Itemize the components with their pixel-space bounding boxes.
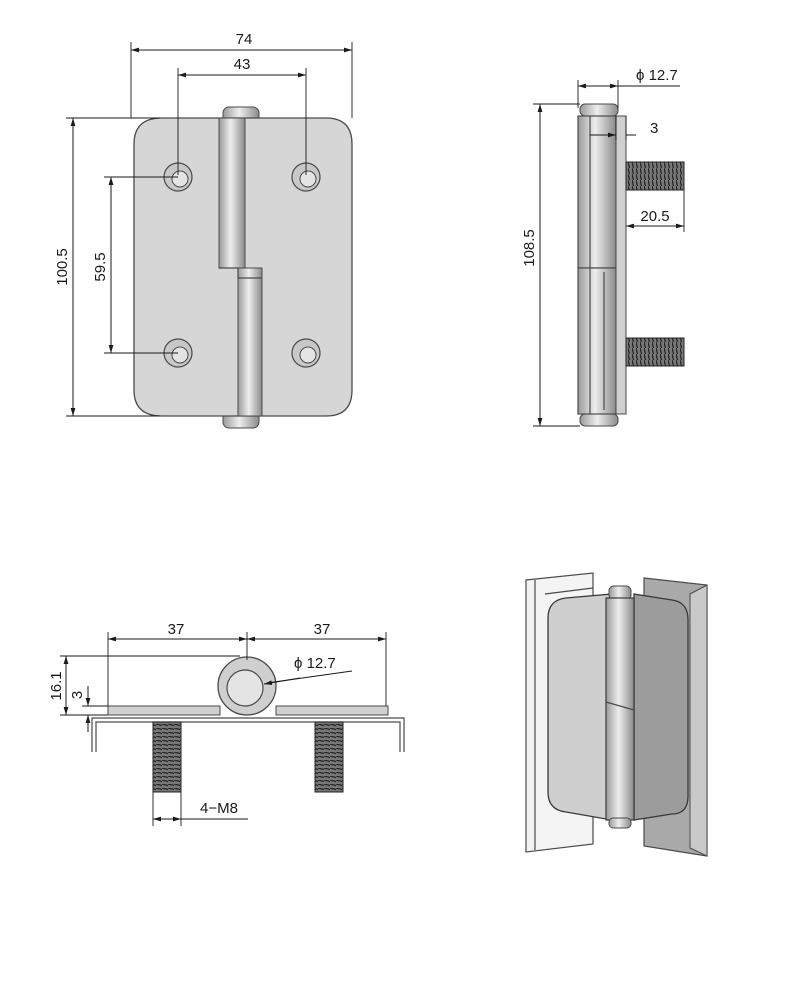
dim-half-width-right-37: 37 [314,621,331,638]
dim-hole-spacing-43: 43 [234,56,251,73]
side-bolt-upper [625,161,685,191]
dim-half-width-left-37: 37 [168,621,185,638]
perspective-view [525,572,708,857]
mounting-hole-bottom-right [291,338,321,368]
knuckle-upper [218,117,246,269]
side-body-lower [577,267,617,415]
dim-height-16-1: 16.1 [48,671,65,700]
mounting-hole-top-right [291,162,321,192]
dim-plate-thickness-3: 3 [69,691,86,699]
leaf-right [633,593,689,821]
dim-pin-diameter-side: ϕ 12.7 [636,67,678,84]
leaf-left [547,593,613,821]
top-plate-left [107,705,221,716]
top-bolt-right [314,721,344,793]
dim-thread-spec: 4−M8 [200,800,238,817]
dim-offset-3: 3 [650,120,658,137]
side-bolt-lower [625,337,685,367]
dim-pin-diameter-top: ϕ 12.7 [294,655,336,672]
dim-bolt-length-20-5: 20.5 [640,208,669,225]
top-pin-circle [226,669,264,707]
side-body-upper [577,115,617,269]
top-plate-right [275,705,389,716]
dim-width-74: 74 [236,31,253,48]
dim-height-100-5: 100.5 [54,248,71,286]
side-view: ϕ 12.7 3 108.5 20.5 [521,67,685,427]
dim-height-108-5: 108.5 [521,229,538,267]
dim-hole-spacing-59-5: 59.5 [92,252,109,281]
front-view: 74 43 100.5 59.5 [54,31,353,429]
knuckle-lower [237,267,263,417]
top-bolt-left [152,721,182,793]
top-view: 37 37 ϕ 12.7 16.1 3 4−M8 [48,621,405,826]
